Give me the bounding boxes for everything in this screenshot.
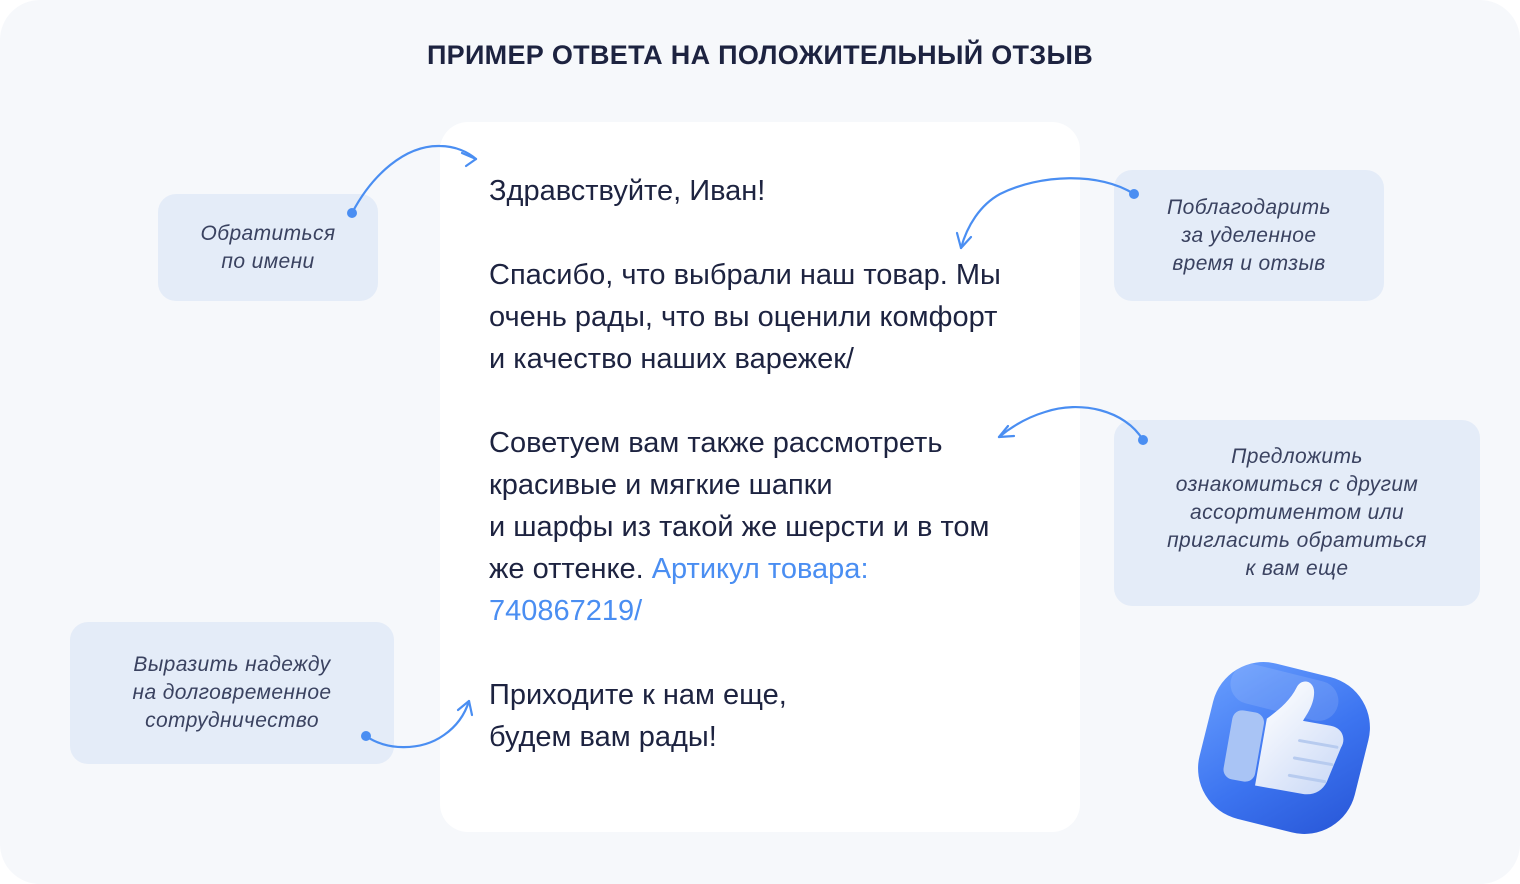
arrow-hope (364, 699, 474, 749)
reply-closing: Приходите к нам еще, будем вам рады! (489, 679, 787, 753)
thumbs-up-icon (1198, 662, 1370, 834)
reply-offer: Советуем вам также рассмотреть красивые … (489, 422, 1069, 632)
dot-thank (1129, 189, 1139, 199)
note-hope: Выразить надежду на долговременное сотру… (70, 622, 394, 764)
reply-card (440, 122, 1080, 832)
reply-greeting: Здравствуйте, Иван! (489, 175, 766, 207)
dot-suggest (1138, 435, 1148, 445)
note-suggest: Предложить ознакомиться с другим ассорти… (1114, 420, 1480, 606)
note-by-name: Обратиться по имени (158, 194, 378, 301)
page-title: ПРИМЕР ОТВЕТА НА ПОЛОЖИТЕЛЬНЫЙ ОТЗЫВ (426, 40, 1094, 70)
note-thank: Поблагодарить за уделенное время и отзыв (1114, 170, 1384, 301)
reply-offer-text: Советуем вам также рассмотреть красивые … (489, 427, 990, 585)
dot-by-name (347, 208, 357, 218)
product-article-link[interactable]: Артикул товара: 740867219/ (489, 553, 869, 627)
reply-thanks: Спасибо, что выбрали наш товар. Мы очень… (489, 259, 1001, 375)
arrow-by-name (350, 144, 478, 215)
dot-hope (361, 731, 371, 741)
arrow-thank (955, 177, 1136, 250)
arrow-suggest (997, 405, 1145, 442)
